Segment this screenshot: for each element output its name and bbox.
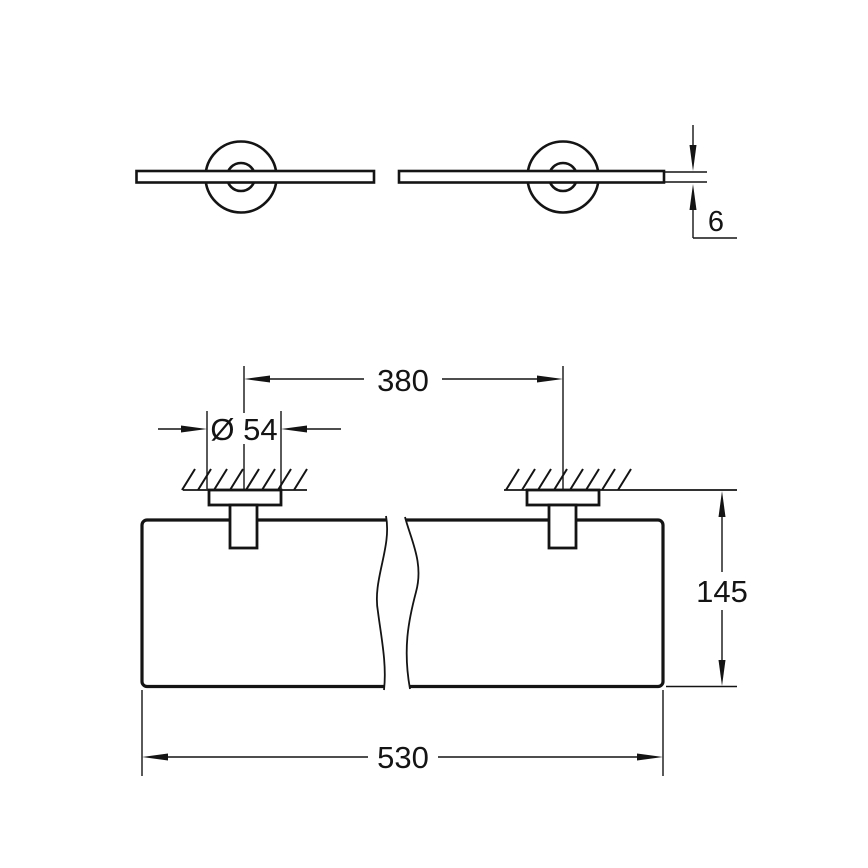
top-view: 6	[135, 125, 737, 239]
arrowhead-left-icon	[142, 753, 168, 761]
dim-width-label: 530	[377, 740, 429, 775]
shelf-plate-right-segment	[397, 169, 666, 184]
arrowhead-up-icon	[689, 184, 697, 210]
arrowhead-left-icon	[281, 425, 307, 433]
shelf-break-line-right	[404, 516, 420, 690]
shelf-break-mask	[376, 514, 420, 692]
left-mount-stem	[228, 503, 259, 550]
dim-height: 145	[666, 491, 748, 688]
arrowhead-down-icon	[689, 145, 697, 171]
dim-thickness: 6	[664, 125, 737, 239]
arrowhead-right-icon	[181, 425, 207, 433]
arrowhead-right-icon	[537, 375, 563, 383]
arrowhead-down-icon	[718, 660, 726, 686]
front-view: 380 Ø 54	[140, 363, 748, 776]
shelf-plate-left-segment	[135, 169, 376, 184]
dim-height-label: 145	[696, 574, 748, 609]
shelf-break-line-left	[376, 515, 388, 691]
wall-hatch-right	[505, 468, 632, 491]
arrowhead-right-icon	[637, 753, 663, 761]
arrowhead-up-icon	[718, 491, 726, 517]
right-mount-flange	[525, 488, 601, 507]
dim-mount-spacing-label: 380	[377, 363, 429, 398]
dim-thickness-label: 6	[708, 206, 724, 238]
wall-hatch-left	[181, 468, 308, 491]
dim-mount-spacing: 380	[243, 363, 564, 489]
dim-mount-diameter: Ø 54	[158, 411, 341, 489]
right-mount-stem	[547, 503, 578, 550]
dim-width: 530	[141, 690, 664, 776]
wall-right	[504, 468, 737, 491]
left-mount-flange	[207, 488, 283, 507]
arrowhead-left-icon	[244, 375, 270, 383]
dim-mount-diameter-label: Ø 54	[210, 412, 277, 447]
